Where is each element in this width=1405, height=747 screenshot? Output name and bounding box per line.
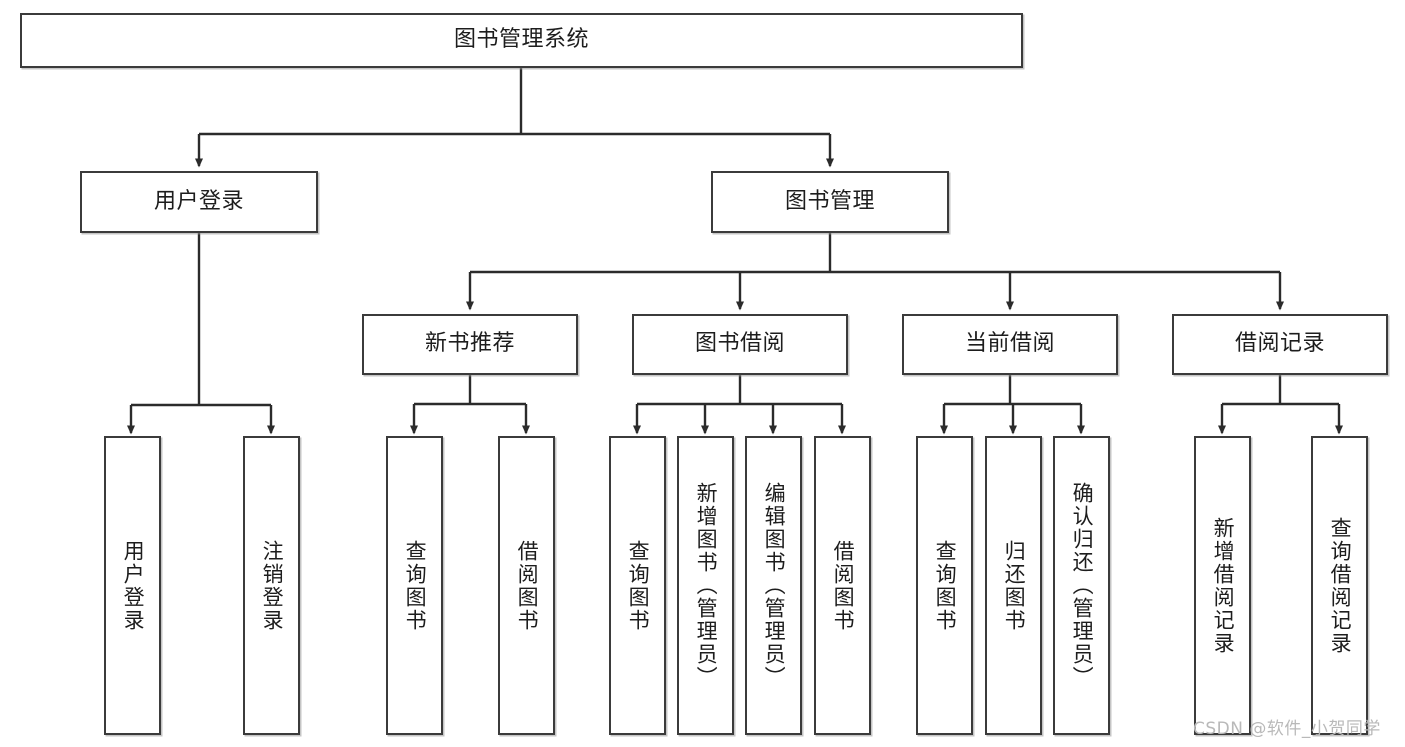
leaf-current-query-book-label: 查询图书 [933, 539, 958, 632]
leaf-records-add-record[interactable]: 新增借阅记录 [1194, 436, 1251, 735]
node-new-book-recommend[interactable]: 新书推荐 [362, 314, 578, 375]
leaf-current-return-book-label: 归还图书 [1002, 539, 1027, 632]
leaf-logout-label: 注销登录 [260, 539, 285, 632]
leaf-records-add-record-label: 新增借阅记录 [1211, 516, 1236, 655]
leaf-borrow-query-book-label: 查询图书 [626, 539, 651, 632]
node-borrow-records-label: 借阅记录 [1234, 331, 1325, 357]
node-current-borrow-label: 当前借阅 [964, 331, 1055, 357]
node-borrow-records[interactable]: 借阅记录 [1172, 314, 1388, 375]
node-user-login[interactable]: 用户登录 [80, 171, 318, 233]
leaf-current-return-book[interactable]: 归还图书 [985, 436, 1042, 735]
node-book-borrow-label: 图书借阅 [694, 331, 785, 357]
leaf-records-query-record-label: 查询借阅记录 [1328, 516, 1353, 655]
leaf-records-query-record[interactable]: 查询借阅记录 [1311, 436, 1368, 735]
leaf-newbook-borrow-book[interactable]: 借阅图书 [498, 436, 555, 735]
node-root-label: 图书管理系统 [453, 27, 589, 53]
leaf-newbook-borrow-book-label: 借阅图书 [515, 539, 540, 632]
leaf-current-confirm-return-admin-label: 确认归还（管理员） [1070, 482, 1095, 689]
leaf-newbook-query-book[interactable]: 查询图书 [386, 436, 443, 735]
node-root[interactable]: 图书管理系统 [20, 13, 1023, 68]
csdn-watermark: CSDN @软件_小贺同学 [1193, 719, 1381, 739]
node-book-borrow[interactable]: 图书借阅 [632, 314, 848, 375]
node-book-management-label: 图书管理 [784, 188, 875, 214]
leaf-borrow-query-book[interactable]: 查询图书 [609, 436, 666, 735]
leaf-user-login[interactable]: 用户登录 [104, 436, 161, 735]
leaf-current-query-book[interactable]: 查询图书 [916, 436, 973, 735]
leaf-borrow-edit-book-admin[interactable]: 编辑图书（管理员） [745, 436, 802, 735]
leaf-current-confirm-return-admin[interactable]: 确认归还（管理员） [1053, 436, 1110, 735]
leaf-borrow-borrow-book[interactable]: 借阅图书 [814, 436, 871, 735]
node-current-borrow[interactable]: 当前借阅 [902, 314, 1118, 375]
leaf-borrow-add-book-admin[interactable]: 新增图书（管理员） [677, 436, 734, 735]
leaf-borrow-borrow-book-label: 借阅图书 [831, 539, 856, 632]
node-new-book-recommend-label: 新书推荐 [424, 331, 515, 357]
leaf-borrow-add-book-admin-label: 新增图书（管理员） [694, 482, 719, 689]
leaf-newbook-query-book-label: 查询图书 [403, 539, 428, 632]
leaf-user-login-label: 用户登录 [121, 539, 146, 632]
leaf-logout[interactable]: 注销登录 [243, 436, 300, 735]
node-book-management[interactable]: 图书管理 [711, 171, 949, 233]
leaf-borrow-edit-book-admin-label: 编辑图书（管理员） [762, 482, 787, 689]
node-user-login-label: 用户登录 [153, 188, 244, 214]
